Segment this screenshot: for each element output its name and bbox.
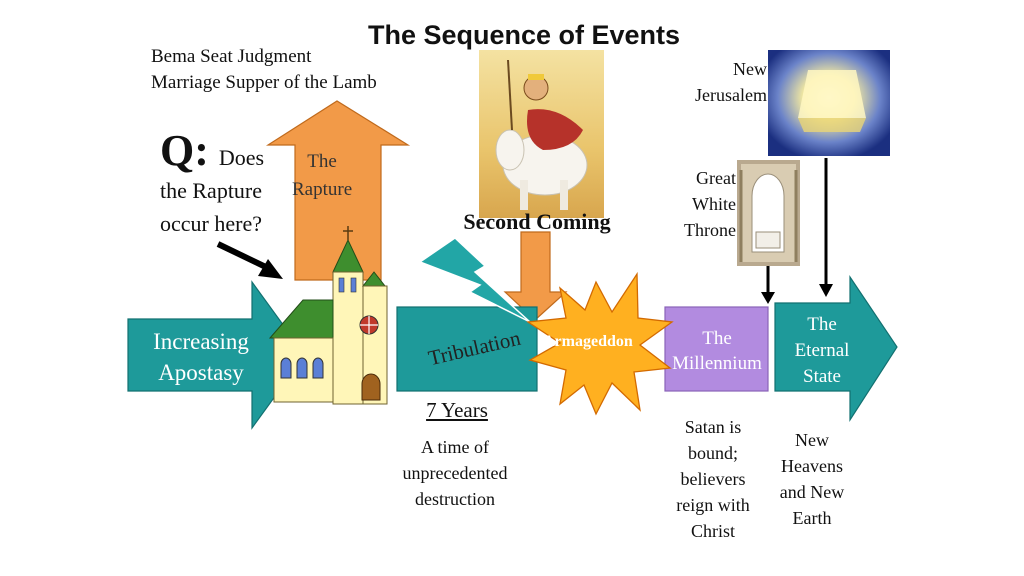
- new-heavens-line-2: Heavens: [781, 456, 843, 476]
- new-jerusalem-image: [768, 50, 890, 156]
- eternal-line-2: Eternal: [794, 340, 850, 361]
- second-coming-label: Second Coming: [463, 209, 611, 234]
- new-jerusalem-line-1: New: [733, 59, 767, 79]
- satan-line-5: Christ: [690, 521, 735, 541]
- rapture-line-2: Rapture: [292, 179, 353, 200]
- question-q: Q:: [160, 126, 209, 175]
- armageddon-label: Armageddon: [543, 333, 633, 350]
- second-coming-arrow: [503, 231, 568, 321]
- question-line-2: the Rapture: [160, 178, 263, 203]
- question-block: Q: Does the Rapture occur here?: [160, 129, 265, 240]
- millennium-label: The Millennium: [664, 326, 770, 376]
- satan-line-1: Satan is: [684, 417, 742, 437]
- satan-line-2: bound;: [687, 443, 738, 463]
- apostasy-label: Increasing Apostasy: [130, 326, 272, 388]
- tribulation-box: [396, 306, 538, 392]
- jerusalem-pointer-head: [819, 284, 833, 297]
- great-white-throne-image: [737, 160, 800, 266]
- eternal-line-1: The: [807, 314, 837, 335]
- destruction-line-1: A time of: [421, 437, 489, 457]
- gwt-line-3: Throne: [684, 220, 736, 240]
- millennium-line-2: Millennium: [672, 353, 762, 374]
- second-coming-painting: [479, 50, 604, 218]
- millennium-box: [664, 306, 769, 392]
- rapture-line-1: The: [307, 151, 337, 172]
- new-heavens-line-4: Earth: [792, 508, 832, 528]
- new-jerusalem-label: New Jerusalem: [665, 56, 767, 108]
- destruction-line-3: destruction: [415, 489, 495, 509]
- gwt-line-2: White: [692, 194, 736, 214]
- eternal-state-arrow: [774, 275, 898, 423]
- question-line-3: occur here?: [160, 211, 262, 236]
- new-heavens-caption: New Heavens and New Earth: [764, 427, 860, 531]
- bema-line-2: Marriage Supper of the Lamb: [151, 72, 377, 93]
- satan-line-3: believers: [680, 469, 746, 489]
- armageddon-burst: [526, 271, 674, 416]
- bema-line-1: Bema Seat Judgment: [151, 46, 312, 67]
- bema-seat-caption: Bema Seat Judgment Marriage Supper of th…: [151, 44, 377, 96]
- destruction-caption: A time of unprecedented destruction: [380, 434, 530, 512]
- throne-pointer-head: [761, 292, 775, 304]
- question-word-1: Does: [218, 145, 265, 170]
- question-pointer-head: [258, 259, 283, 279]
- question-pointer-line: [216, 241, 274, 273]
- satan-bound-caption: Satan is bound; believers reign with Chr…: [660, 414, 766, 544]
- lightning-bolt-icon: [418, 237, 531, 323]
- page-title: The Sequence of Events: [367, 20, 681, 50]
- great-white-throne-label: Great White Throne: [668, 165, 736, 243]
- seven-years-label: 7 Years: [426, 398, 488, 422]
- new-heavens-line-1: New: [795, 430, 829, 450]
- new-jerusalem-line-2: Jerusalem: [695, 85, 767, 105]
- eternal-line-3: State: [803, 366, 841, 387]
- satan-line-4: reign with: [676, 495, 750, 515]
- apostasy-line-1: Increasing: [153, 329, 249, 354]
- eternal-state-label: The Eternal State: [772, 312, 872, 390]
- apostasy-line-2: Apostasy: [158, 360, 244, 385]
- church-image: [268, 226, 388, 405]
- gwt-line-1: Great: [696, 168, 736, 188]
- destruction-line-2: unprecedented: [402, 463, 508, 483]
- millennium-line-1: The: [702, 328, 732, 349]
- rapture-arrow: [265, 100, 411, 281]
- rapture-label: The Rapture: [292, 148, 352, 204]
- new-heavens-line-3: and New: [779, 482, 845, 502]
